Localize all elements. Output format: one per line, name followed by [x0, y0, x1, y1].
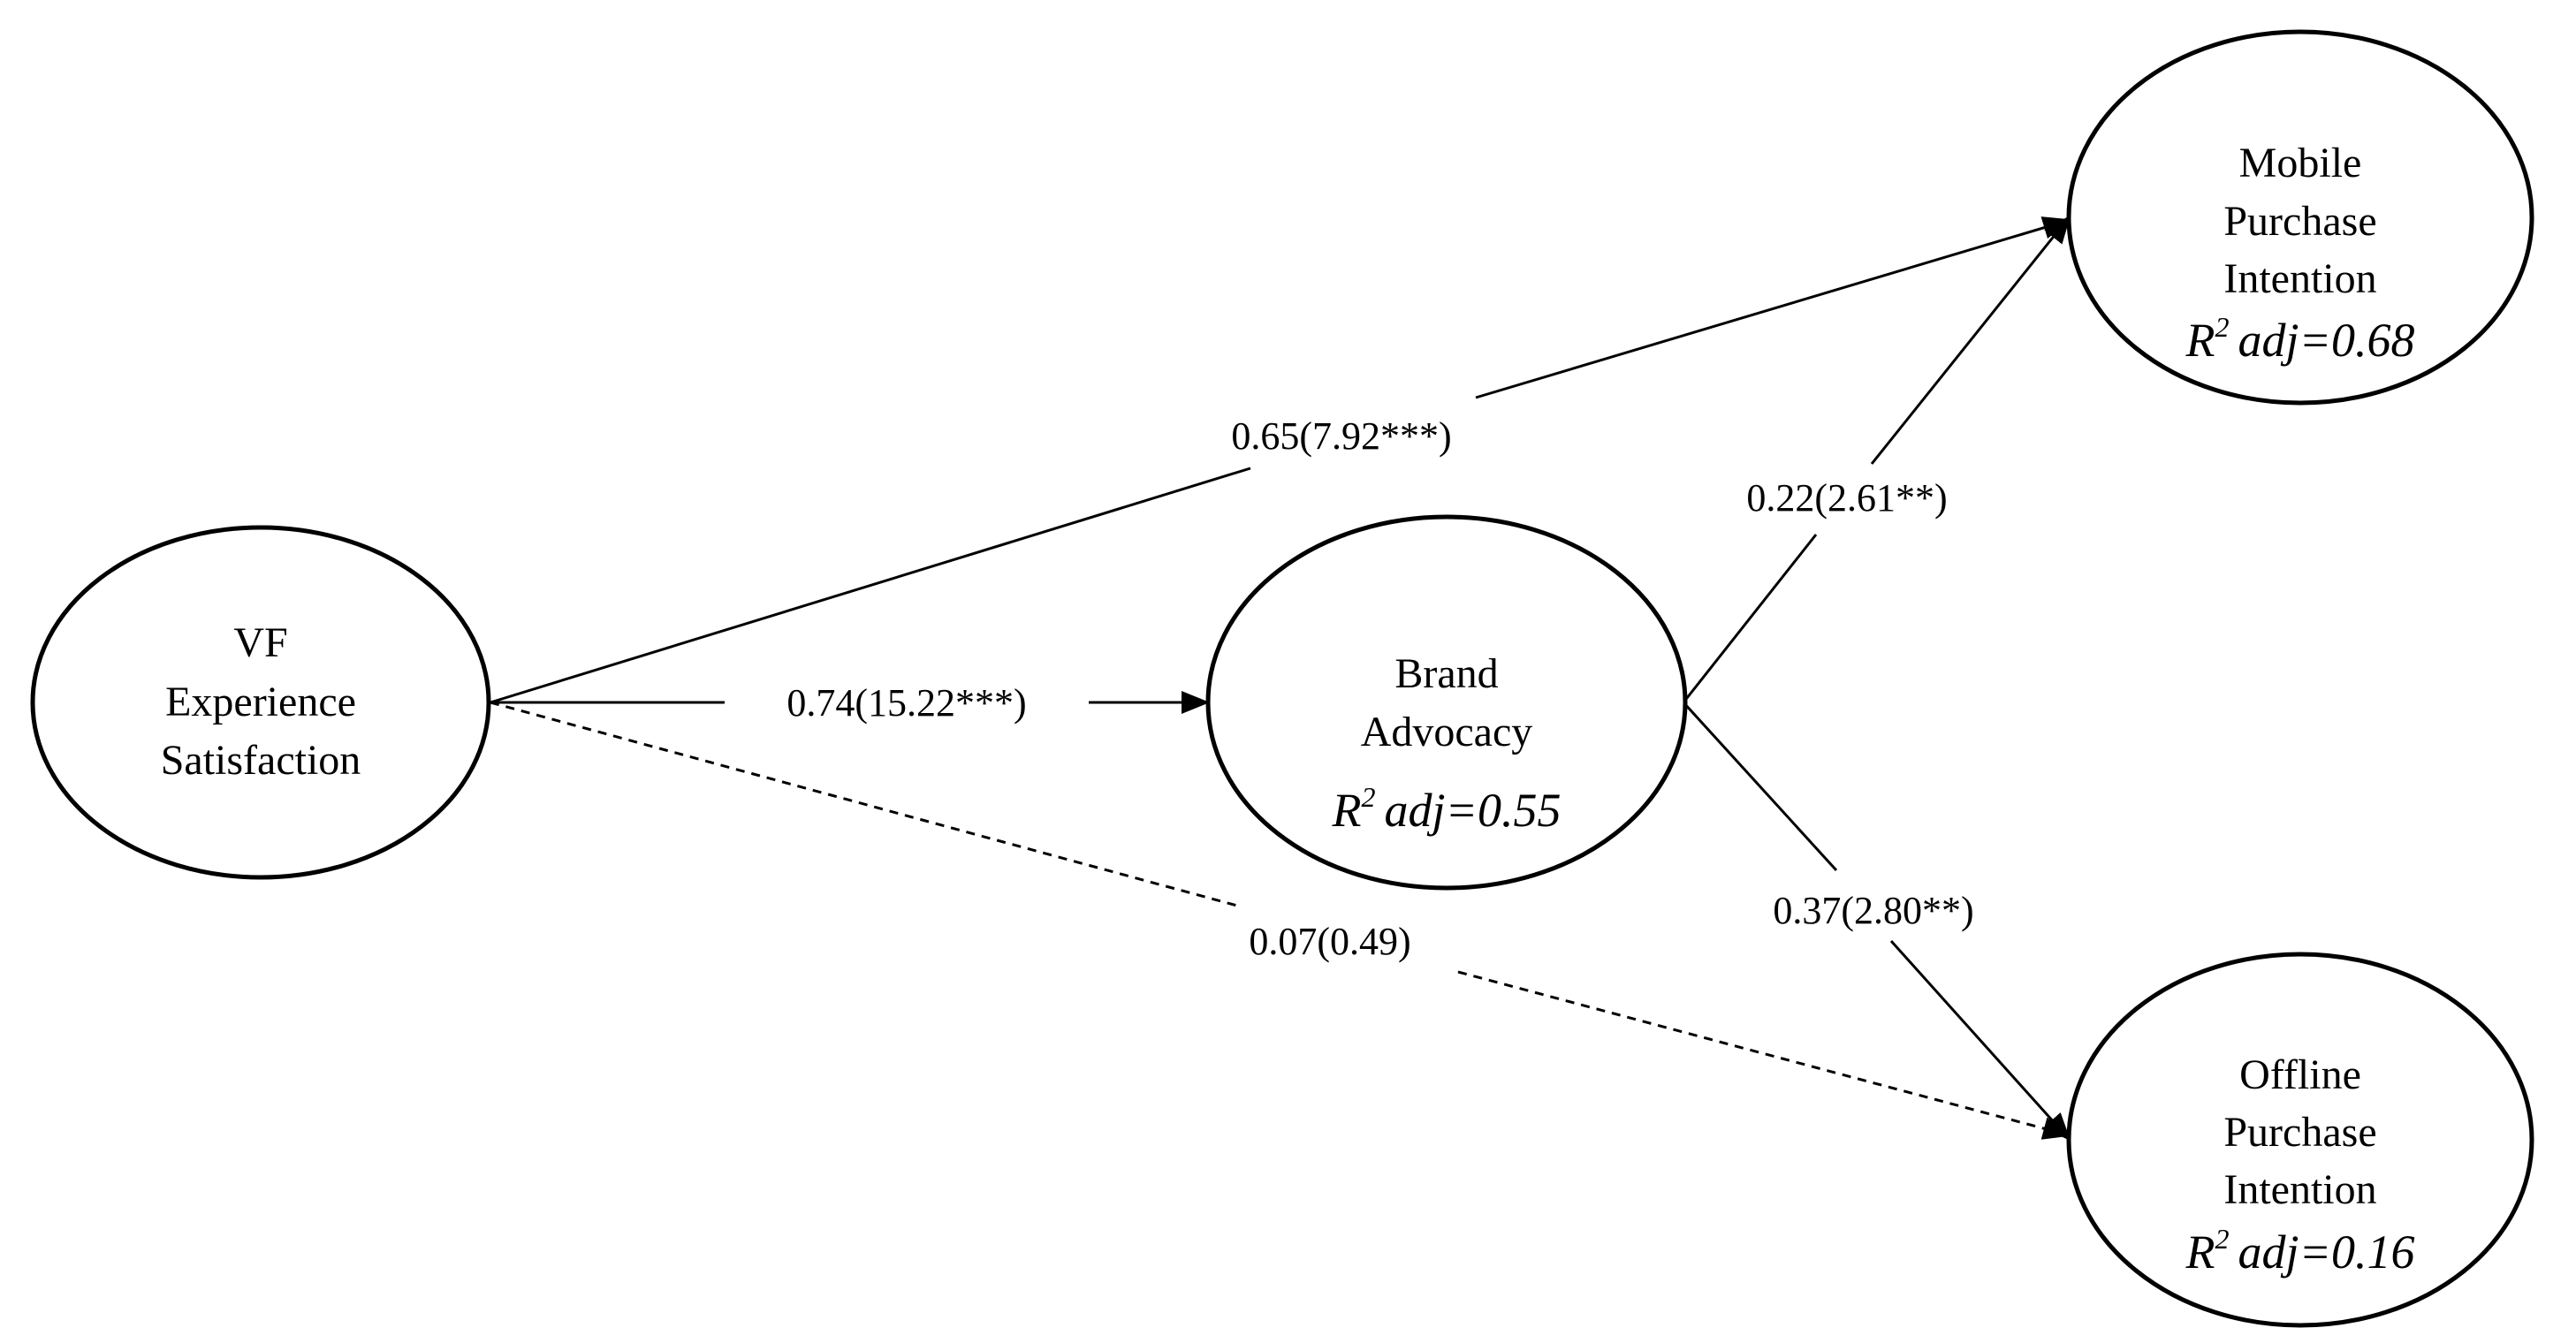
node-mobile-line-2: Purchase [2223, 198, 2376, 245]
edge-brand-offline-seg1 [1682, 701, 1838, 872]
edge-brand-offline-seg2 [1889, 939, 2071, 1142]
node-offline-line-2: Purchase [2223, 1109, 2376, 1156]
edge-vf-mobile-seg1 [490, 467, 1251, 704]
node-mobile-line-3: Intention [2223, 255, 2376, 302]
node-mobile-line-1: Mobile [2239, 140, 2362, 186]
node-vf-experience-satisfaction: VF Experience Satisfaction [30, 525, 491, 880]
edge-label-brand-offline: 0.37(2.80**) [1773, 889, 1973, 932]
node-vf-line-1: VF [233, 619, 287, 666]
node-brand-line-1: Brand [1394, 650, 1498, 697]
node-vf-line-2: Experience [165, 679, 356, 725]
node-offline-line-1: Offline [2239, 1051, 2361, 1098]
node-offline-line-3: Intention [2223, 1166, 2376, 1213]
edge-brand-mobile-seg2 [1870, 215, 2071, 465]
edge-label-vf-mobile: 0.65(7.92***) [1231, 414, 1451, 458]
edge-label-vf-brand: 0.74(15.22***) [786, 681, 1026, 725]
node-vf-line-3: Satisfaction [161, 737, 361, 784]
edge-vf-mobile-seg2 [1475, 216, 2071, 399]
edge-vf-offline-seg1 [490, 701, 1238, 907]
edge-brand-mobile-seg1 [1682, 534, 1818, 703]
edge-label-brand-mobile: 0.22(2.61**) [1746, 476, 1947, 520]
edge-label-vf-offline: 0.07(0.49) [1249, 920, 1410, 963]
edge-vf-offline-seg2 [1457, 970, 2071, 1140]
node-brand-line-2: Advocacy [1361, 709, 1533, 755]
